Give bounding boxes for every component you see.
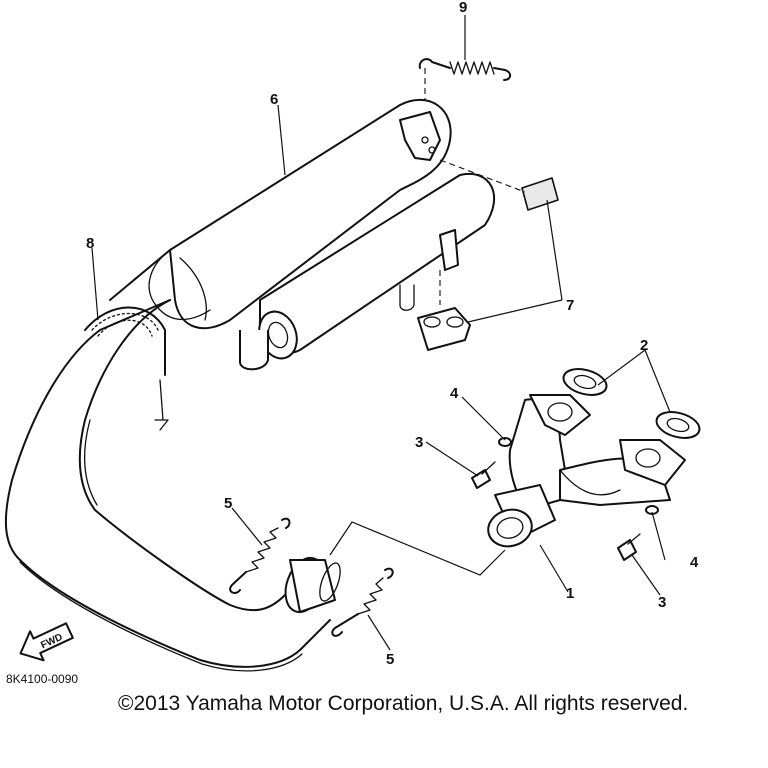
callout-1: 1	[566, 585, 574, 602]
callout-5a: 5	[224, 495, 232, 512]
callout-6: 6	[270, 91, 278, 108]
fwd-arrow-icon: FWD	[19, 622, 74, 662]
exhaust-assembly-diagram: 9 6 8 7 2 4 3 5 4 1 3 5 FWD 8K4100-0090	[4, 0, 701, 686]
callout-7: 7	[566, 297, 574, 314]
exhaust-pipe	[4, 299, 341, 672]
muffler	[99, 99, 496, 371]
callout-4b: 4	[690, 554, 699, 571]
callout-9: 9	[459, 0, 467, 16]
spring-top	[418, 58, 512, 100]
bolts-and-washers	[471, 437, 659, 561]
callout-3b: 3	[658, 594, 666, 611]
part-code: 8K4100-0090	[6, 672, 78, 686]
springs-lower	[229, 517, 394, 637]
exhaust-header	[487, 394, 686, 548]
gaskets	[562, 368, 701, 439]
callout-8: 8	[86, 235, 94, 252]
damper-pads	[417, 159, 559, 351]
callout-5b: 5	[386, 651, 394, 668]
callout-3a: 3	[415, 434, 423, 451]
callout-leaders	[91, 15, 671, 651]
callout-2: 2	[640, 337, 648, 354]
heat-protector-coil	[84, 306, 169, 431]
callout-4a: 4	[450, 385, 459, 402]
copyright-notice: ©2013 Yamaha Motor Corporation, U.S.A. A…	[118, 692, 689, 715]
